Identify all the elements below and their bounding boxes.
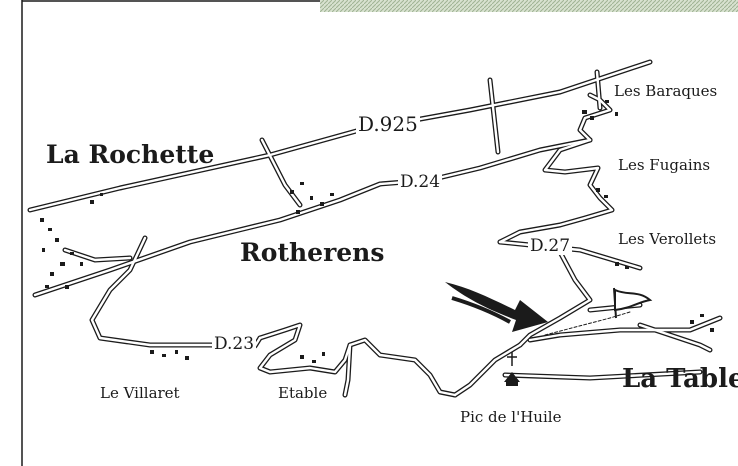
hatched-border: [320, 0, 738, 12]
flag-icon: [613, 287, 653, 319]
village-les-baraques: Les Baraques: [614, 82, 718, 100]
arrow-icon: [445, 282, 548, 332]
buildings: [40, 100, 714, 363]
road-label-d925: D.925: [356, 112, 420, 136]
road-label-d23: D.23: [212, 334, 257, 354]
road-label-d24: D.24: [398, 172, 443, 192]
chapel-icon: [504, 372, 520, 386]
village-etable: Etable: [278, 384, 328, 402]
village-les-verollets: Les Verollets: [618, 230, 717, 248]
cross-icon: [507, 352, 517, 366]
map-frame: [21, 0, 320, 466]
village-le-villaret: Le Villaret: [100, 384, 180, 402]
road-network: [27, 59, 723, 398]
town-la-rochette: La Rochette: [46, 140, 215, 169]
village-les-fugains: Les Fugains: [618, 156, 711, 174]
town-rotherens: Rotherens: [240, 238, 385, 267]
road-label-d27: D.27: [528, 236, 573, 256]
village-pic-de-lhuile: Pic de l'Huile: [460, 408, 562, 426]
town-la-table: La Table: [622, 364, 738, 394]
